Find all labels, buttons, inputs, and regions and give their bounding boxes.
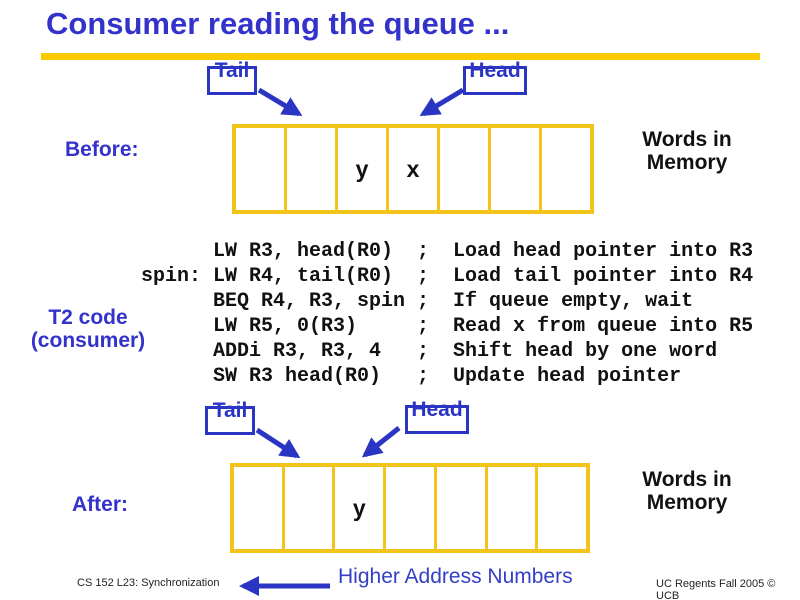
after-tail-pointer-box: Tail: [205, 400, 255, 435]
before-tail-label: Tail: [214, 59, 250, 82]
after-head-arrow-icon: [361, 426, 401, 458]
after-section-label: After:: [72, 493, 128, 516]
code-block-label-line1: T2 code: [48, 306, 128, 329]
queue-cell: [234, 467, 285, 549]
queue-cell: [491, 128, 542, 210]
before-head-arrow-icon: [419, 87, 465, 117]
code-block-label: T2 code (consumer): [10, 306, 166, 352]
queue-cell: y: [338, 128, 389, 210]
queue-cell: [386, 467, 437, 549]
before-head-label: Head: [469, 59, 521, 82]
queue-cell: [285, 467, 336, 549]
before-tail-arrow-icon: [257, 87, 303, 117]
page-title: Consumer reading the queue ...: [46, 6, 510, 41]
after-head-pointer-box: Head: [405, 399, 469, 434]
higher-address-label: Higher Address Numbers: [338, 565, 573, 588]
queue-cell: [437, 467, 488, 549]
footer-course-label: CS 152 L23: Synchronization: [77, 577, 220, 589]
after-head-label: Head: [411, 398, 463, 421]
before-memory-label: Words in Memory: [642, 128, 732, 174]
queue-cell: x: [389, 128, 440, 210]
queue-cell: [236, 128, 287, 210]
before-section-label: Before:: [65, 138, 139, 161]
queue-cell: y: [335, 467, 387, 549]
after-tail-label: Tail: [212, 399, 248, 422]
queue-cell: [542, 128, 590, 210]
queue-cell: [538, 467, 586, 549]
before-head-pointer-box: Head: [463, 60, 527, 95]
before-queue: y x: [232, 124, 594, 214]
code-block-label-line2: (consumer): [30, 329, 146, 352]
queue-cell: [287, 128, 338, 210]
after-memory-label: Words in Memory: [642, 468, 732, 514]
after-queue: y: [230, 463, 590, 553]
footer-copyright: UC Regents Fall 2005 © UCB: [656, 578, 776, 600]
after-tail-arrow-icon: [255, 427, 301, 459]
queue-cell: [488, 467, 539, 549]
consumer-code: LW R3, head(R0) ; Load head pointer into…: [141, 240, 754, 388]
title-underline-bar: [41, 53, 760, 60]
queue-cell: [440, 128, 491, 210]
before-tail-pointer-box: Tail: [207, 60, 257, 95]
